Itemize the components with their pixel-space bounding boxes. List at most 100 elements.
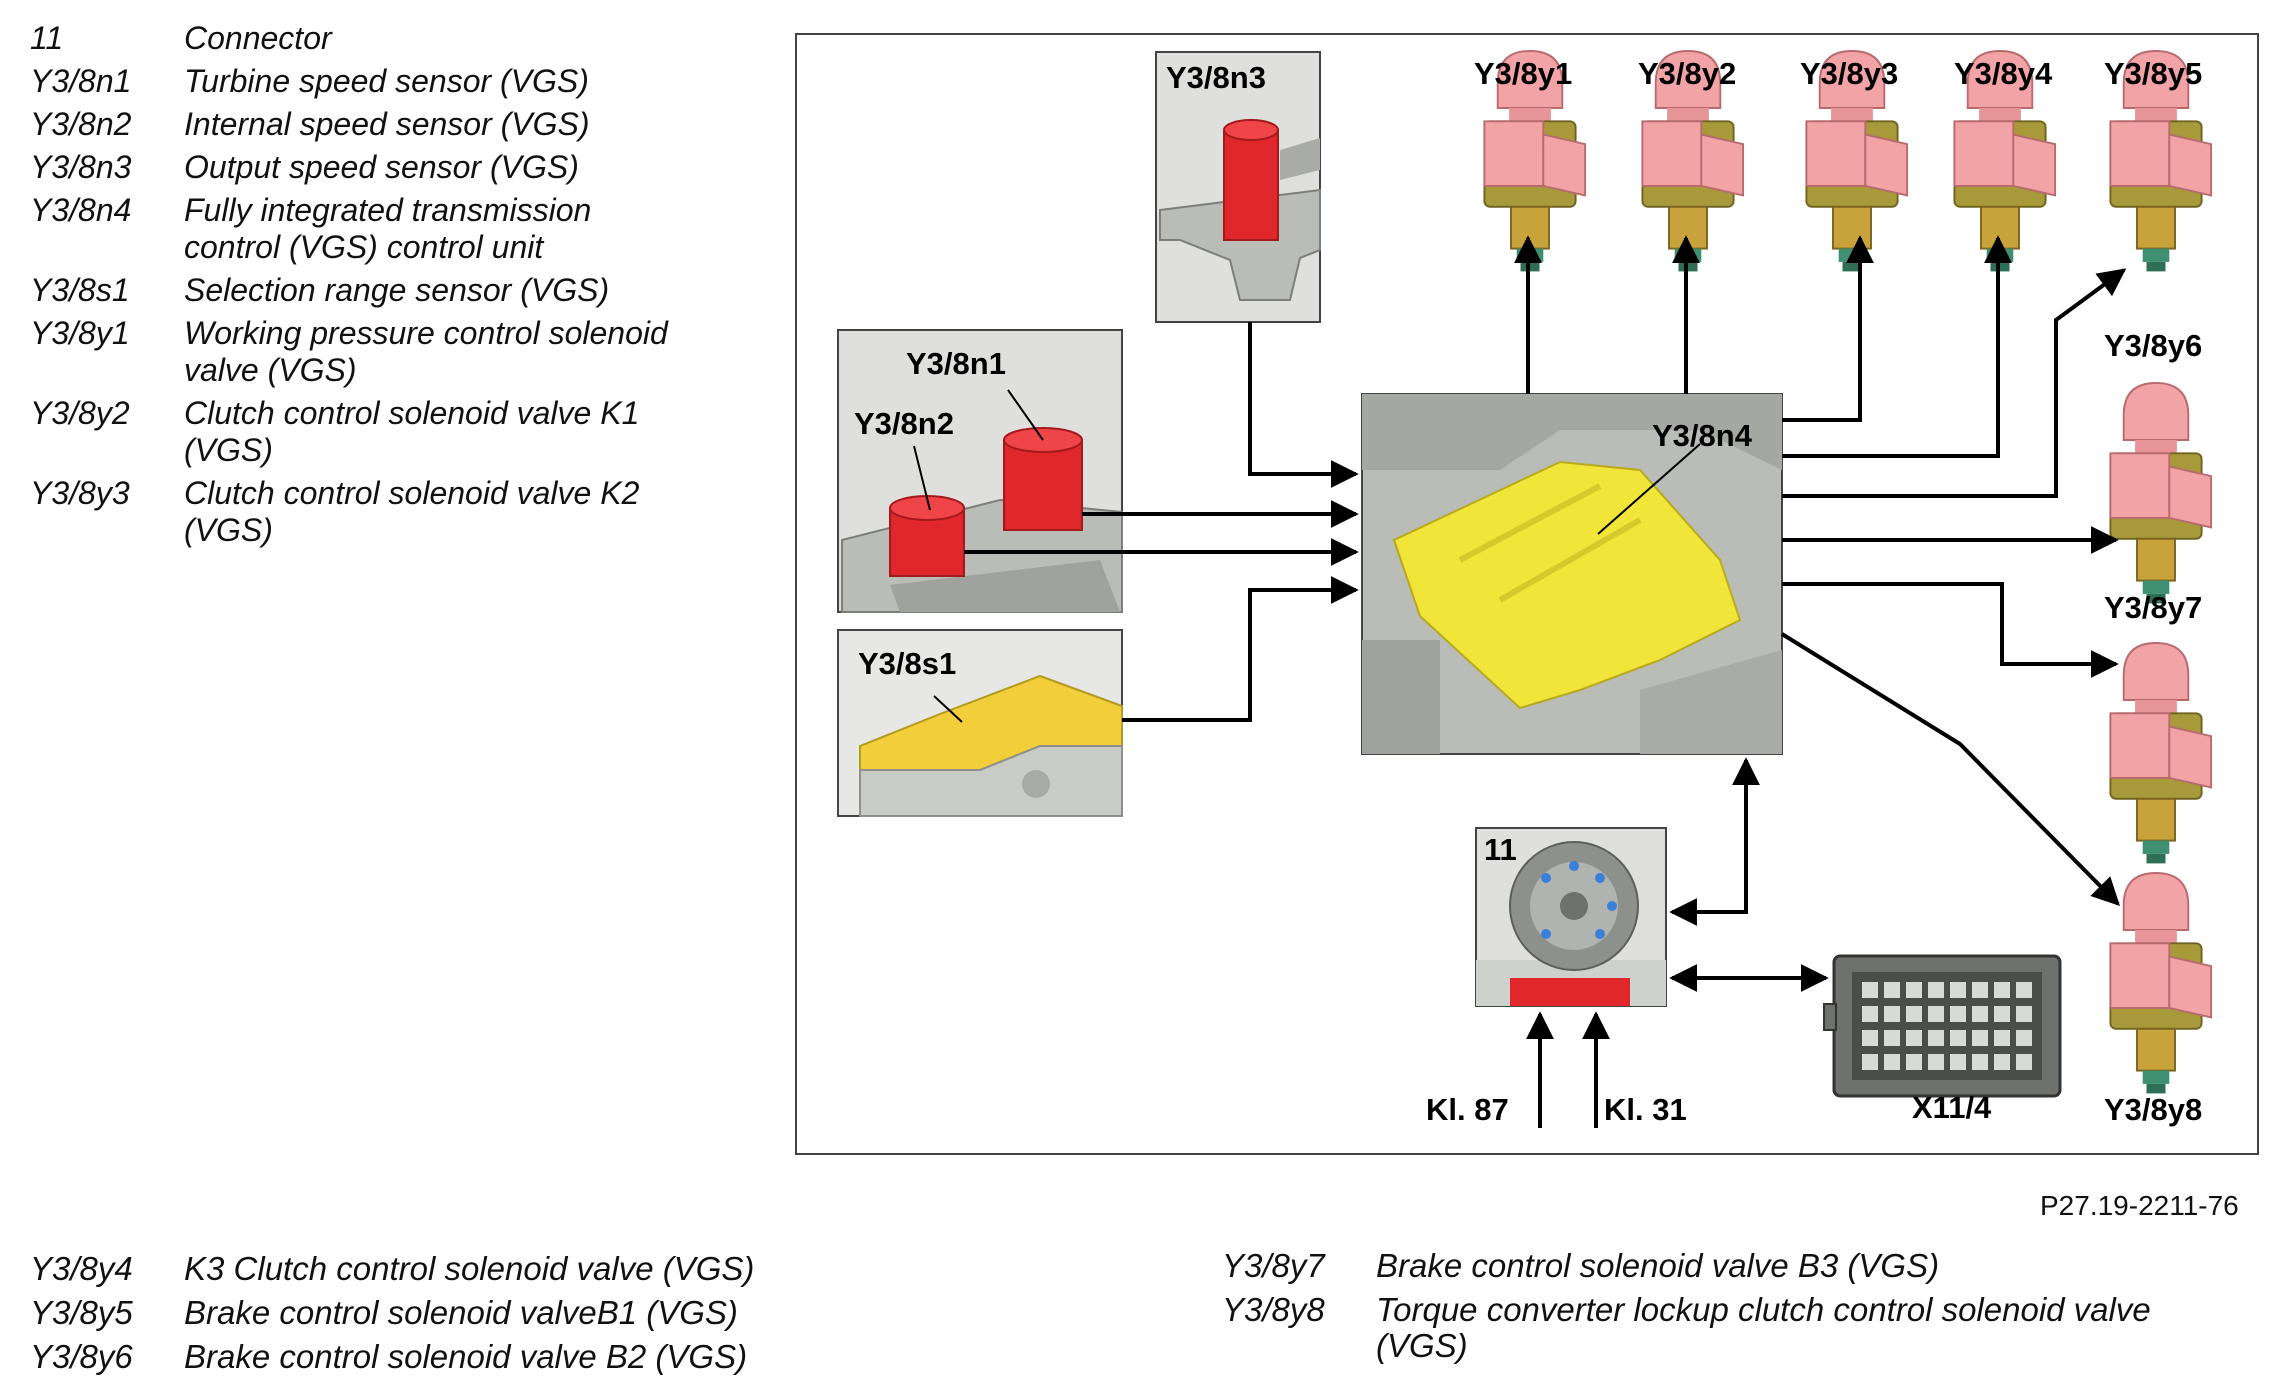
x11-4-pin bbox=[1972, 1030, 1988, 1046]
arrow-control-unit-to-y5 bbox=[1782, 268, 2127, 498]
legend-description: Clutch control solenoid valve K2(VGS) bbox=[184, 475, 639, 549]
label-y3-8n1: Y3/8n1 bbox=[906, 346, 1006, 381]
legend-code: Y3/8y2 bbox=[30, 395, 130, 431]
selection-range-sensor-image bbox=[837, 629, 1123, 817]
legend-description-line: Torque converter lockup clutch control s… bbox=[1376, 1291, 2151, 1328]
x11-4-pin bbox=[1928, 1054, 1944, 1070]
legend-description-line: valve (VGS) bbox=[184, 352, 357, 388]
legend-description: Output speed sensor (VGS) bbox=[184, 149, 579, 186]
arrow-n3-to-control-unit bbox=[1248, 322, 1359, 488]
label-y3-8y8: Y3/8y8 bbox=[2104, 1092, 2202, 1127]
x11-4-pin bbox=[1950, 1054, 1966, 1070]
x11-4-pin bbox=[2016, 1054, 2032, 1070]
legend-description-line: Brake control solenoid valve B3 (VGS) bbox=[1376, 1247, 1940, 1284]
legend-code: Y3/8y5 bbox=[30, 1294, 133, 1331]
x11-4-pin bbox=[1950, 1006, 1966, 1022]
x11-4-connector-image bbox=[1823, 954, 2062, 1098]
legend-code: 11 bbox=[30, 20, 64, 56]
label-y3-8s1: Y3/8s1 bbox=[858, 646, 956, 681]
x11-4-pin bbox=[1994, 1054, 2010, 1070]
x11-4-pin bbox=[1884, 1006, 1900, 1022]
connector-11-image bbox=[1475, 827, 1667, 1007]
label-kl31: Kl. 31 bbox=[1604, 1092, 1687, 1127]
x11-4-pin bbox=[1884, 1030, 1900, 1046]
x11-4-pin bbox=[1862, 982, 1878, 998]
x11-4-pin bbox=[1906, 1006, 1922, 1022]
x11-4-pin bbox=[1950, 1030, 1966, 1046]
legend-code: Y3/8y6 bbox=[30, 1338, 133, 1375]
x11-4-pin bbox=[1972, 982, 1988, 998]
legend-description: Clutch control solenoid valve K1(VGS) bbox=[184, 395, 639, 469]
legend-code: Y3/8s1 bbox=[30, 272, 130, 308]
legend-description: Brake control solenoid valveB1 (VGS) bbox=[184, 1292, 738, 1334]
x11-4-pin bbox=[1906, 1030, 1922, 1046]
label-y3-8y4: Y3/8y4 bbox=[1954, 56, 2053, 91]
x11-4-pin bbox=[1928, 1006, 1944, 1022]
x11-4-pin bbox=[1994, 1006, 2010, 1022]
legend-description-line: Output speed sensor (VGS) bbox=[184, 149, 579, 185]
legend-description: Brake control solenoid valve B3 (VGS) bbox=[1376, 1248, 1939, 1284]
arrow-s1-to-control-unit bbox=[1122, 576, 1359, 722]
arrow-connector-control-unit bbox=[1669, 757, 1760, 926]
control-unit-image bbox=[1361, 393, 1783, 755]
x11-4-pin bbox=[1994, 982, 2010, 998]
label-kl87: Kl. 87 bbox=[1426, 1092, 1509, 1127]
x11-4-pin bbox=[1950, 982, 1966, 998]
figure-reference: P27.19-2211-76 bbox=[2040, 1190, 2239, 1221]
x11-4-pin bbox=[1928, 982, 1944, 998]
legend-description-line: (VGS) bbox=[1376, 1327, 1468, 1364]
legend-code: Y3/8y8 bbox=[1222, 1291, 1325, 1328]
x11-4-pin bbox=[2016, 982, 2032, 998]
x11-4-pin bbox=[1972, 1006, 1988, 1022]
legend-code: Y3/8y4 bbox=[30, 1250, 133, 1287]
x11-4-pin bbox=[1928, 1030, 1944, 1046]
label-y3-8n4: Y3/8n4 bbox=[1652, 418, 1753, 453]
label-y3-8n3: Y3/8n3 bbox=[1166, 60, 1266, 95]
label-y3-8y2: Y3/8y2 bbox=[1638, 56, 1736, 91]
legend-description-line: (VGS) bbox=[184, 512, 273, 548]
legend-code: Y3/8y1 bbox=[30, 315, 130, 351]
legend-code: Y3/8n4 bbox=[30, 192, 132, 228]
legend-description-line: control (VGS) control unit bbox=[184, 229, 544, 265]
legend-code: Y3/8n2 bbox=[30, 106, 132, 142]
legend-description-line: K3 Clutch control solenoid valve (VGS) bbox=[184, 1250, 755, 1287]
legend-description-line: Internal speed sensor (VGS) bbox=[184, 106, 590, 142]
legend-code: Y3/8n3 bbox=[30, 149, 132, 185]
label-y3-8y3: Y3/8y3 bbox=[1800, 56, 1898, 91]
legend-description: Selection range sensor (VGS) bbox=[184, 272, 609, 309]
output-speed-sensor-image bbox=[1155, 51, 1321, 323]
arrow-control-unit-to-y8 bbox=[1780, 632, 2120, 906]
legend-description-line: Clutch control solenoid valve K2 bbox=[184, 475, 640, 511]
x11-4-pin bbox=[2016, 1030, 2032, 1046]
x11-4-pin bbox=[1906, 982, 1922, 998]
arrow-control-unit-to-y4 bbox=[1782, 235, 2012, 458]
label-y3-8y5: Y3/8y5 bbox=[2104, 56, 2202, 91]
x11-4-pin bbox=[1884, 1054, 1900, 1070]
legend-description-line: Clutch control solenoid valve K1 bbox=[184, 395, 640, 431]
legend-description-line: Fully integrated transmission bbox=[184, 192, 592, 228]
legend-description: Turbine speed sensor (VGS) bbox=[184, 63, 589, 100]
turbine-and-internal-speed-sensors-image bbox=[837, 329, 1123, 613]
arrow-control-unit-to-y3 bbox=[1782, 235, 1874, 422]
arrow-control-unit-to-y7 bbox=[1782, 582, 2119, 678]
label-y3-8n2: Y3/8n2 bbox=[854, 406, 954, 441]
legend-description: Torque converter lockup clutch control s… bbox=[1376, 1292, 2151, 1364]
legend-description-line: Brake control solenoid valve B2 (VGS) bbox=[184, 1338, 748, 1375]
legend-description: K3 Clutch control solenoid valve (VGS) bbox=[184, 1248, 754, 1290]
x11-4-pin bbox=[2016, 1006, 2032, 1022]
label-connector-11: 11 bbox=[1484, 832, 1517, 867]
x11-4-pin bbox=[1972, 1054, 1988, 1070]
legend-description-line: (VGS) bbox=[184, 432, 273, 468]
legend-description: Brake control solenoid valve B2 (VGS) bbox=[184, 1336, 747, 1378]
legend-description: Internal speed sensor (VGS) bbox=[184, 106, 590, 143]
label-y3-8y1: Y3/8y1 bbox=[1474, 56, 1572, 91]
legend-description: Connector bbox=[184, 20, 332, 57]
label-x11-4: X11/4 bbox=[1912, 1090, 1992, 1125]
legend-description-line: Connector bbox=[184, 20, 332, 56]
label-y3-8y7: Y3/8y7 bbox=[2104, 590, 2202, 625]
legend-code: Y3/8y3 bbox=[30, 475, 130, 511]
label-y3-8y6: Y3/8y6 bbox=[2104, 328, 2202, 363]
x11-4-pin bbox=[1862, 1006, 1878, 1022]
